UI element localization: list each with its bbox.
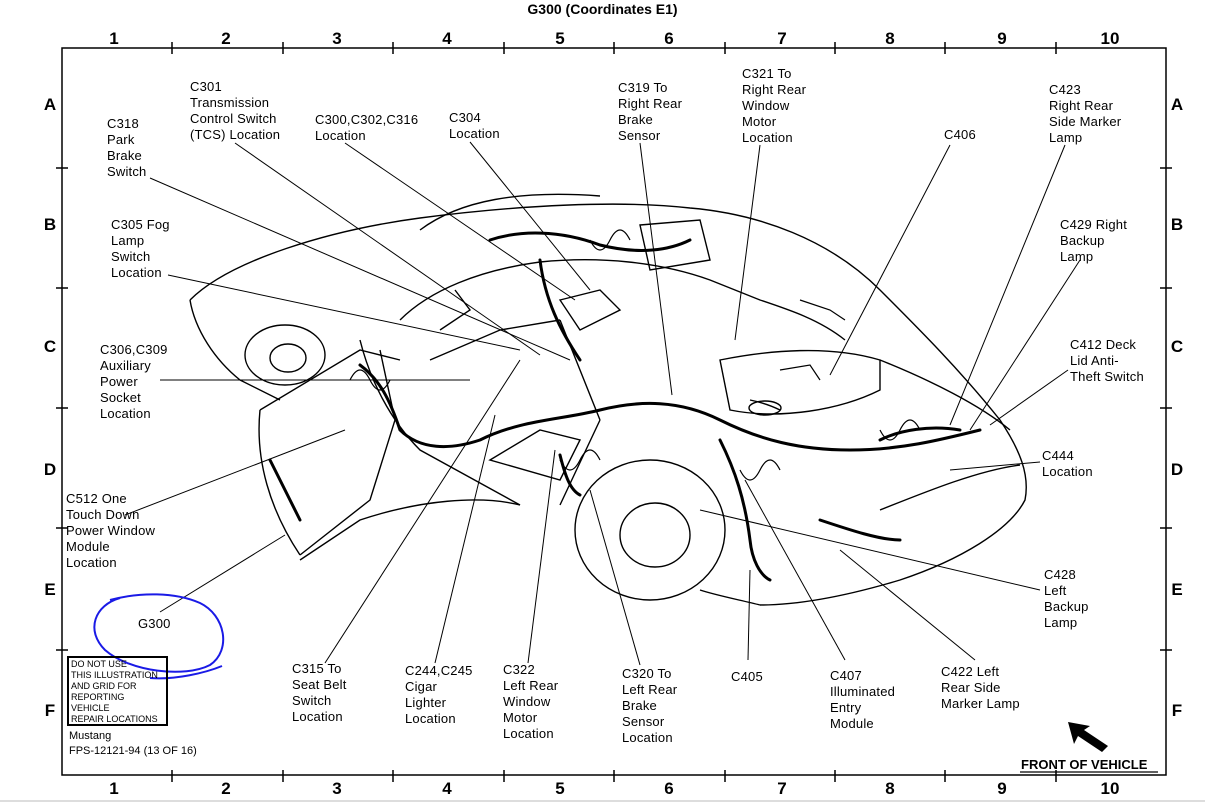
car-outline (189, 193, 1027, 606)
col-label-7-bottom: 7 (777, 779, 787, 798)
col-label-8-bottom: 8 (885, 779, 895, 798)
col-label-2: 2 (221, 29, 231, 48)
row-label-B: B (43, 215, 57, 234)
row-label-E: E (44, 580, 56, 599)
col-label-7: 7 (777, 29, 787, 48)
model-name: Mustang (69, 730, 112, 742)
col-label-5: 5 (555, 29, 565, 48)
label-c422: C422 Left Rear Side Marker Lamp (941, 664, 1020, 711)
label-c320: C320 To Left Rear Brake Sensor Location (622, 666, 678, 745)
label-c304: C304 Location (449, 110, 500, 141)
col-label-9-bottom: 9 (997, 779, 1007, 798)
label-c318: C318 Park Brake Switch (107, 116, 147, 179)
row-label-F-right: F (1171, 701, 1183, 720)
col-label-6: 6 (664, 29, 674, 48)
leader-lines (124, 141, 1081, 666)
row-label-C: C (43, 337, 57, 356)
col-label-3: 3 (332, 29, 342, 48)
col-label-4: 4 (442, 29, 452, 48)
front-left-wheel (244, 324, 326, 386)
col-label-8: 8 (885, 29, 895, 48)
trunk-disc (748, 400, 782, 416)
row-label-C-right: C (1170, 337, 1184, 356)
front-of-vehicle-label: FRONT OF VEHICLE (1021, 757, 1148, 772)
col-label-1: 1 (109, 29, 119, 48)
label-c305: C305 Fog Lamp Switch Location (111, 217, 170, 280)
label-g300: G300 (138, 616, 171, 631)
front-arrow-icon (1068, 722, 1108, 752)
row-label-D-right: D (1170, 460, 1184, 479)
row-label-D: D (43, 460, 57, 479)
diagram-title: G300 (Coordinates E1) (527, 1, 678, 17)
label-c321: C321 To Right Rear Window Motor Location (742, 66, 807, 145)
label-c444: C444 Location (1042, 448, 1093, 479)
col-label-3-bottom: 3 (332, 779, 342, 798)
col-label-5-bottom: 5 (555, 779, 565, 798)
label-c428: C428 Left Backup Lamp (1044, 567, 1089, 630)
label-c405: C405 (731, 669, 763, 684)
label-c429: C429 Right Backup Lamp (1060, 217, 1128, 264)
label-c423: C423 Right Rear Side Marker Lamp (1049, 82, 1122, 145)
col-label-6-bottom: 6 (664, 779, 674, 798)
label-c512: C512 One Touch Down Power Window Module … (66, 491, 156, 570)
row-label-B-right: B (1170, 215, 1184, 234)
figure-number: FPS-12121-94 (13 OF 16) (69, 745, 197, 757)
col-label-9: 9 (997, 29, 1007, 48)
label-c319: C319 To Right Rear Brake Sensor (618, 80, 683, 143)
label-c300: C300,C302,C316 Location (315, 112, 419, 143)
col-label-10: 10 (1100, 29, 1120, 48)
g300-highlight-circle (93, 593, 225, 673)
col-label-2-bottom: 2 (221, 779, 231, 798)
col-label-10-bottom: 10 (1100, 779, 1120, 798)
col-label-4-bottom: 4 (442, 779, 452, 798)
label-c412: C412 Deck Lid Anti- Theft Switch (1070, 337, 1144, 384)
label-c315: C315 To Seat Belt Switch Location (292, 661, 347, 724)
label-c322: C322 Left Rear Window Motor Location (503, 662, 559, 741)
row-label-F: F (44, 701, 56, 720)
row-label-A-right: A (1170, 95, 1184, 114)
label-c406: C406 (944, 127, 976, 142)
col-label-1-bottom: 1 (109, 779, 119, 798)
warning-box: DO NOT USE THIS ILLUSTRATION AND GRID FO… (67, 656, 168, 726)
grid-ticks (56, 42, 1172, 782)
wheels (244, 324, 782, 601)
row-label-E-right: E (1171, 580, 1183, 599)
rear-left-wheel (574, 459, 726, 601)
wiring-harness (268, 231, 982, 582)
label-c301: C301 Transmission Control Switch (TCS) L… (190, 79, 281, 142)
label-c306: C306,C309 Auxiliary Power Socket Locatio… (100, 342, 168, 421)
label-c244: C244,C245 Cigar Lighter Location (405, 663, 473, 726)
row-label-A: A (43, 95, 57, 114)
label-c407: C407 Illuminated Entry Module (830, 668, 896, 731)
wiring-detail (349, 229, 921, 481)
